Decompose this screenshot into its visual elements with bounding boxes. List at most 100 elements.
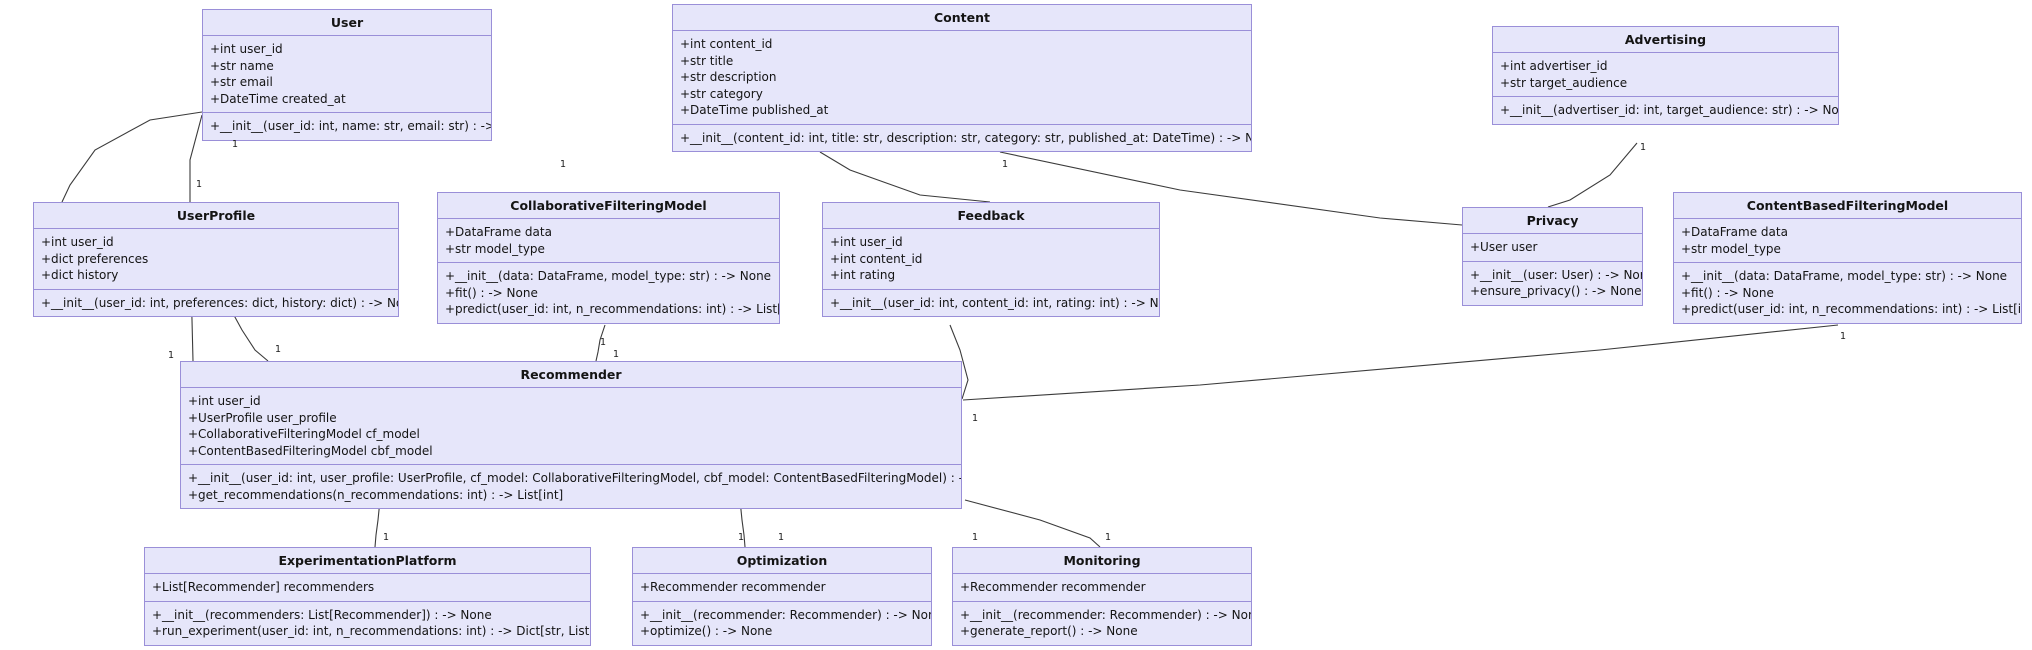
attribute-row: +DataFrame data xyxy=(445,225,552,239)
attribute-row: +str category xyxy=(680,86,763,101)
class-attributes-Advertising: +int advertiser_id+str target_audience xyxy=(1493,53,1838,97)
multiplicity-label: 1 xyxy=(1105,532,1112,543)
operation-row: +fit() : -> None xyxy=(445,285,538,300)
uml-class-Recommender[interactable]: Recommender +int user_id +UserProfile user… xyxy=(180,361,962,509)
multiplicity-label: 1 xyxy=(383,532,390,543)
class-attributes-ContentBasedFilteringModel: +DataFrame data +str model_type xyxy=(1674,219,2021,263)
multiplicity-label: 1 xyxy=(1640,142,1647,153)
class-operations-Feedback: +__init__(user_id: int, content_id: int,… xyxy=(823,290,1159,317)
class-attributes-User: +int user_id+str name+str email+DateTime… xyxy=(203,36,491,113)
attribute-row: +str email xyxy=(210,75,273,89)
multiplicity-label: 1 xyxy=(600,337,607,348)
operation-row: +predict(user_id: int, n_recommendations… xyxy=(1681,302,2021,316)
attribute-row: +DateTime published_at xyxy=(680,103,829,117)
class-title-Monitoring: Monitoring xyxy=(953,548,1251,574)
class-title-ExperimentationPlatform: ExperimentationPlatform xyxy=(145,548,590,574)
attribute-row: +UserProfile user_profile xyxy=(188,410,337,425)
operation-row: +__init__(user: User) : -> None xyxy=(1470,267,1642,282)
uml-class-Advertising[interactable]: Advertising+int advertiser_id+str target… xyxy=(1492,26,1839,125)
operation-row: +__init__(data: DataFrame, model_type: s… xyxy=(445,269,772,283)
multiplicity-label: 1 xyxy=(972,413,979,424)
class-attributes-Optimization: +Recommender recommender xyxy=(633,574,931,602)
attribute-row: +DateTime created_at xyxy=(210,91,346,106)
class-title-Content: Content xyxy=(673,5,1251,31)
operation-row: +predict(user_id: int, n_recommendations… xyxy=(445,302,779,316)
class-title-Recommender: Recommender xyxy=(181,362,961,388)
attribute-row: +int user_id xyxy=(188,394,261,408)
class-title-Optimization: Optimization xyxy=(633,548,931,574)
attribute-row: +str model_type xyxy=(1681,241,1781,256)
class-operations-Optimization: +__init__(recommender: Recommender) : ->… xyxy=(633,602,931,645)
attribute-row: +int content_id xyxy=(830,251,923,266)
operation-row: +__init__(user_id: int, content_id: int,… xyxy=(830,295,1159,310)
attribute-row: +DataFrame data xyxy=(1681,225,1788,239)
class-operations-Content: +__init__(content_id: int, title: str, d… xyxy=(673,125,1251,152)
multiplicity-label: 1 xyxy=(168,350,175,361)
class-attributes-ExperimentationPlatform: +List[Recommender] recommenders xyxy=(145,574,590,602)
operation-row: +get_recommendations(n_recommendations: … xyxy=(188,487,564,502)
attribute-row: +int user_id xyxy=(830,235,903,249)
operation-row: +__init__(recommender: Recommender) : ->… xyxy=(960,607,1251,622)
class-title-UserProfile: UserProfile xyxy=(34,203,398,229)
uml-class-Optimization[interactable]: Optimization +Recommender recommender +__i… xyxy=(632,547,932,646)
uml-class-CollaborativeFilteringModel[interactable]: CollaborativeFilteringModel +DataFrame da… xyxy=(437,192,780,324)
multiplicity-label: 1 xyxy=(196,179,203,190)
operation-row: +__init__(user_id: int, preferences: dic… xyxy=(41,295,398,310)
attribute-row: +str title xyxy=(680,53,734,68)
operation-row: +ensure_privacy() : -> None xyxy=(1470,284,1642,298)
class-operations-ExperimentationPlatform: +__init__(recommenders: List[Recommender… xyxy=(145,602,590,645)
attribute-row: +Recommender recommender xyxy=(640,580,826,594)
operation-row: +__init__(user_id: int, name: str, email… xyxy=(210,119,491,133)
operation-row: +__init__(recommender: Recommender) : ->… xyxy=(640,607,931,622)
attribute-row: +dict history xyxy=(41,268,119,282)
operation-row: +__init__(advertiser_id: int, target_aud… xyxy=(1500,103,1838,117)
class-operations-Advertising: +__init__(advertiser_id: int, target_aud… xyxy=(1493,97,1838,124)
class-operations-CollaborativeFilteringModel: +__init__(data: DataFrame, model_type: s… xyxy=(438,263,779,323)
attribute-row: +User user xyxy=(1470,240,1538,254)
uml-class-UserProfile[interactable]: UserProfile +int user_id +dict preferences… xyxy=(33,202,399,317)
class-operations-User: +__init__(user_id: int, name: str, email… xyxy=(203,113,491,140)
class-attributes-Privacy: +User user xyxy=(1463,234,1642,262)
class-attributes-Monitoring: +Recommender recommender xyxy=(953,574,1251,602)
association-Content-Feedback xyxy=(819,151,991,203)
multiplicity-label: 1 xyxy=(613,349,620,360)
class-operations-Privacy: +__init__(user: User) : -> None +ensure_p… xyxy=(1463,262,1642,305)
multiplicity-label: 1 xyxy=(232,139,239,150)
multiplicity-label: 1 xyxy=(1840,331,1847,342)
association-User-UserProfile xyxy=(61,111,203,203)
class-title-ContentBasedFilteringModel: ContentBasedFilteringModel xyxy=(1674,193,2021,219)
class-operations-ContentBasedFilteringModel: +__init__(data: DataFrame, model_type: s… xyxy=(1674,263,2021,323)
class-attributes-Recommender: +int user_id +UserProfile user_profile +Co… xyxy=(181,388,961,465)
class-title-CollaborativeFilteringModel: CollaborativeFilteringModel xyxy=(438,193,779,219)
uml-class-Content[interactable]: Content+int content_id+str title+str des… xyxy=(672,4,1252,152)
uml-class-ExperimentationPlatform[interactable]: ExperimentationPlatform+List[Recommender… xyxy=(144,547,591,646)
association-Advertising-Privacy xyxy=(1547,142,1638,208)
uml-class-User[interactable]: User+int user_id+str name+str email+Date… xyxy=(202,9,492,141)
operation-row: +__init__(content_id: int, title: str, d… xyxy=(680,130,1251,145)
uml-class-Feedback[interactable]: Feedback+int user_id+int content_id+int … xyxy=(822,202,1160,317)
operation-row: +generate_report() : -> None xyxy=(960,624,1138,638)
multiplicity-label: 1 xyxy=(778,532,785,543)
association-Recommender-Monitoring xyxy=(964,499,1101,548)
class-operations-UserProfile: +__init__(user_id: int, preferences: dic… xyxy=(34,290,398,317)
class-operations-Monitoring: +__init__(recommender: Recommender) : ->… xyxy=(953,602,1251,645)
class-title-Privacy: Privacy xyxy=(1463,208,1642,234)
multiplicity-label: 1 xyxy=(560,159,567,170)
class-title-Advertising: Advertising xyxy=(1493,27,1838,53)
class-title-User: User xyxy=(203,10,491,36)
class-attributes-UserProfile: +int user_id +dict preferences +dict histo… xyxy=(34,229,398,290)
attribute-row: +dict preferences xyxy=(41,251,149,266)
attribute-row: +int user_id xyxy=(41,235,114,249)
attribute-row: +str target_audience xyxy=(1500,75,1628,90)
class-title-Feedback: Feedback xyxy=(823,203,1159,229)
operation-row: +fit() : -> None xyxy=(1681,285,1774,300)
uml-class-ContentBasedFilteringModel[interactable]: ContentBasedFilteringModel+DataFrame dat… xyxy=(1673,192,2022,324)
uml-class-Privacy[interactable]: Privacy +User user +__init__(user: User) :… xyxy=(1462,207,1643,306)
attribute-row: +str name xyxy=(210,58,274,73)
attribute-row: +str model_type xyxy=(445,241,545,256)
multiplicity-label: 1 xyxy=(275,344,282,355)
operation-row: +__init__(data: DataFrame, model_type: s… xyxy=(1681,269,2008,283)
attribute-row: +CollaborativeFilteringModel cf_model xyxy=(188,427,420,441)
uml-class-Monitoring[interactable]: Monitoring+Recommender recommender +__ini… xyxy=(952,547,1252,646)
